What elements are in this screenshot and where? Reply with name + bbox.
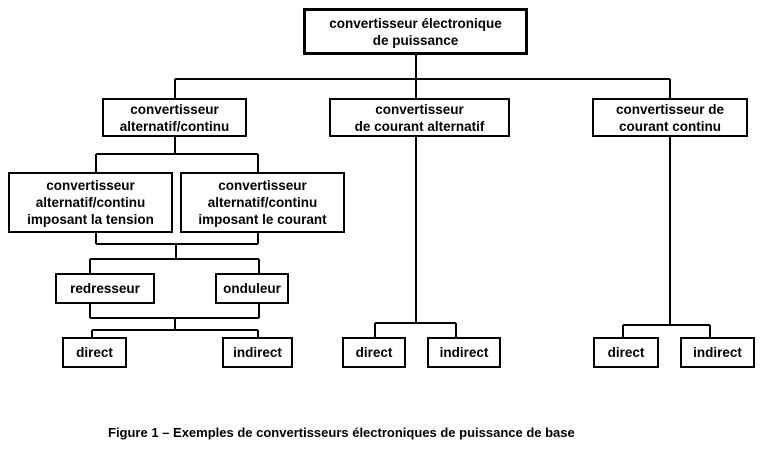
node-direct-acdc: direct [62,337,127,368]
connector-merge-to-direct-indirect [89,304,260,337]
node-imposant-la-tension: convertisseur alternatif/continu imposan… [8,172,173,233]
node-indirect-courant-alternatif: indirect [427,337,501,368]
node-convertisseur-alternatif-continu: convertisseur alternatif/continu [102,98,247,137]
node-redresseur: redresseur [55,273,155,304]
node-direct-courant-continu: direct [593,337,659,368]
connector-merge-to-redresseur-onduleur [89,233,260,273]
node-convertisseur-de-courant-continu: convertisseur de courant continu [592,98,748,137]
connector-ac-to-children [374,137,457,337]
connector-acdc-to-children [95,137,259,172]
connector-root-to-level2 [174,55,671,98]
node-onduleur: onduleur [215,273,289,304]
figure-caption: Figure 1 – Exemples de convertisseurs él… [108,425,575,440]
node-direct-courant-alternatif: direct [342,337,406,368]
node-convertisseur-de-courant-alternatif: convertisseur de courant alternatif [329,98,510,137]
connector-dc-to-children [622,137,711,337]
node-convertisseur-electronique-de-puissance: convertisseur électronique de puissance [303,8,528,55]
node-indirect-courant-continu: indirect [680,337,755,368]
node-imposant-le-courant: convertisseur alternatif/continu imposan… [180,172,345,233]
node-indirect-acdc: indirect [222,337,293,368]
